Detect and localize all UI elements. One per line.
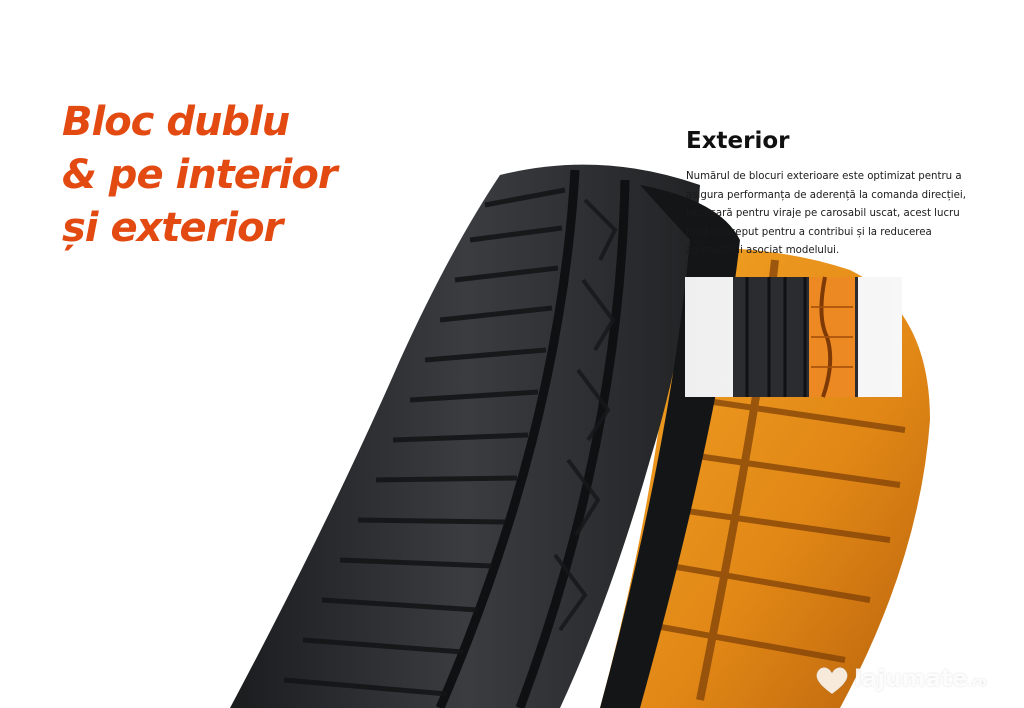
lateral-tread-blocks — [283, 187, 566, 697]
tread-detail-thumbnail — [685, 276, 902, 398]
circumferential-grooves — [435, 169, 630, 708]
headline-line-1: Bloc dublu — [62, 99, 290, 145]
watermark: lajumate.ro — [814, 660, 1014, 700]
headline: Bloc dublu & pe interior și exterior — [62, 96, 338, 255]
headline-line-3: și exterior — [62, 205, 283, 251]
feature-description: Numărul de blocuri exterioare este optim… — [686, 171, 966, 257]
heart-logo-icon — [816, 666, 848, 695]
headline-line-2: & pe interior — [62, 152, 338, 198]
watermark-text: lajumate.ro — [854, 666, 986, 692]
center-rib-sipes — [553, 198, 618, 632]
feature-title: Exterior — [686, 128, 790, 154]
watermark-brand: lajumate — [854, 666, 968, 692]
watermark-suffix: .ro — [967, 675, 987, 689]
